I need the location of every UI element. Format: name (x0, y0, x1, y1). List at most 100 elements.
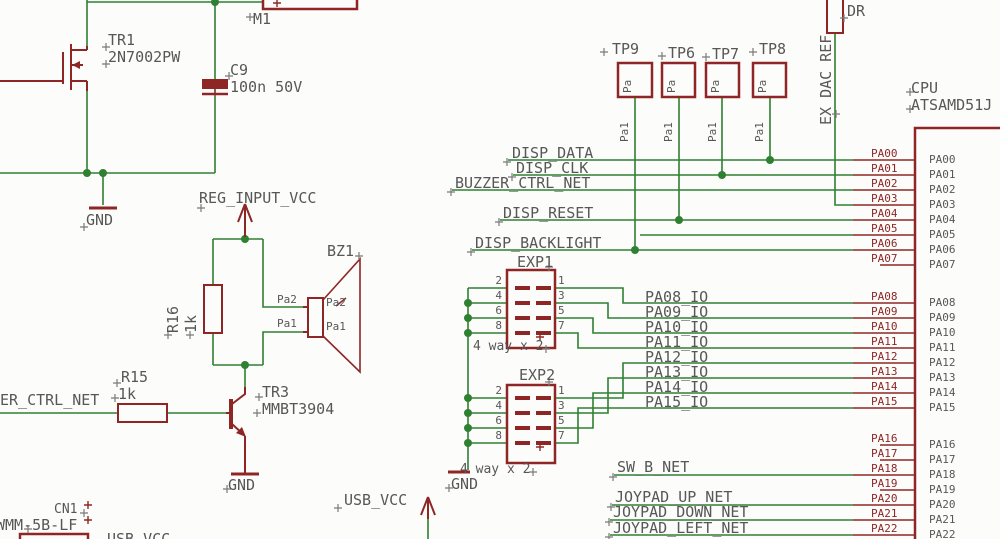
net-joypad-up: JOYPAD_UP_NET (615, 488, 733, 506)
net-buzzer-ctrl-left: ER_CTRL_NET (0, 391, 100, 409)
exp2-connector-symbol (505, 383, 557, 465)
cpu-net-pa04: PA04 (871, 207, 898, 220)
tp9-ref: TP9 (612, 40, 640, 58)
reg-input-vcc-label: REG_INPUT_VCC (199, 189, 317, 207)
tr1-value: 2N7002PW (108, 48, 181, 66)
exp1-value: 4 way x 2 (473, 339, 544, 354)
vcc-arrow-usb (420, 496, 436, 519)
tp6-pad-name: Pa (665, 79, 678, 93)
net-ex-dac-ref: EX DAC REF (817, 34, 835, 125)
cpu-pin-pa11: PA11 (929, 341, 956, 354)
bz1-ref: BZ1 (327, 242, 355, 260)
dr-ref: DR (847, 2, 866, 20)
tp9-pad-name: Pa (621, 79, 634, 93)
usb-vcc-label: USB_VCC (344, 491, 408, 509)
r15-ref: R15 (121, 368, 149, 386)
capacitor-c9-symbol (202, 79, 228, 96)
cpu-pin-pa18: PA18 (929, 468, 956, 481)
r16-value: 1k (182, 314, 200, 333)
net-pa14-io: PA14_IO (645, 378, 709, 396)
net-pa10-io: PA10_IO (645, 318, 709, 336)
tr3-value: MMBT3904 (262, 400, 335, 418)
cpu-net-pa14: PA14 (871, 380, 898, 393)
exp1-pin-1: 1 (558, 274, 565, 287)
net-pa08-io: PA08_IO (645, 288, 709, 306)
cpu-net-pa18: PA18 (871, 462, 898, 475)
tr3-ref: TR3 (262, 383, 290, 401)
cn1-connector-symbol (18, 532, 90, 539)
gnd-label-2: GND (228, 476, 256, 494)
resistor-dr-symbol (826, 0, 844, 34)
cpu-pin-pa04: PA04 (929, 213, 956, 226)
cpu-pin-pa08: PA08 (929, 296, 956, 309)
buzzer-bz1-symbol (303, 256, 361, 374)
cpu-pin-pa02: PA02 (929, 183, 956, 196)
exp1-connector-symbol (505, 268, 557, 350)
bz1-pin1-name: Pa1 (326, 320, 346, 333)
testpoint-boxes (616, 61, 788, 99)
cpu-pin-pa22: PA22 (929, 528, 956, 539)
origin-crosses-gray (24, 13, 914, 539)
cpu-net-pa12: PA12 (871, 350, 898, 363)
cpu-net-pa00: PA00 (871, 147, 898, 160)
net-pa11-io: PA11_IO (645, 333, 709, 351)
net-buzzer-ctrl: BUZZER_CTRL_NET (455, 174, 591, 192)
cpu-pin-pa05: PA05 (929, 228, 956, 241)
exp2-pin-4: 4 (495, 399, 502, 412)
exp1-pin-7: 7 (558, 319, 565, 332)
cpu-net-pa19: PA19 (871, 477, 898, 490)
net-disp-data: DISP_DATA (512, 144, 594, 162)
bz1-pin2-label: Pa2 (277, 293, 297, 306)
exp2-pin-5: 5 (558, 414, 565, 427)
exp1-pin-3: 3 (558, 289, 565, 302)
cpu-net-pa22: PA22 (871, 522, 898, 535)
net-joypad-down: JOYPAD_DOWN_NET (613, 503, 749, 521)
net-pa13-io: PA13_IO (645, 363, 709, 381)
cpu-net-pa02: PA02 (871, 177, 898, 190)
cpu-net-pa09: PA09 (871, 305, 898, 318)
c9-ref: C9 (230, 61, 249, 79)
cpu-pin-pa16: PA16 (929, 438, 956, 451)
net-pa12-io: PA12_IO (645, 348, 709, 366)
cpu-pin-pa14: PA14 (929, 386, 956, 399)
net-disp-backlight: DISP_BACKLIGHT (475, 234, 602, 252)
tp7-pad-name: Pa (709, 79, 722, 93)
cpu-ref: CPU (911, 79, 939, 97)
exp2-ref: EXP2 (519, 366, 556, 384)
exp2-pin-8: 8 (495, 429, 502, 442)
gnd-label-1: GND (86, 211, 114, 229)
junction-dots (83, 0, 774, 447)
net-disp-reset: DISP_RESET (503, 204, 594, 222)
net-disp-clk: DISP_CLK (516, 159, 589, 177)
tp6-pin-label: Pa1 (662, 122, 675, 142)
tp8-pad-name: Pa (756, 79, 769, 93)
cn1-value: WMM-5B-LF (0, 516, 78, 534)
cpu-pin-pa12: PA12 (929, 356, 956, 369)
vcc-arrow-reg-input (237, 203, 253, 237)
cpu-net-pa17: PA17 (871, 447, 898, 460)
cpu-net-pa01: PA01 (871, 162, 898, 175)
cpu-net-pa10: PA10 (871, 320, 898, 333)
tp8-ref: TP8 (759, 40, 787, 58)
net-joypad-left: JOYPAD_LEFT_NET (613, 519, 749, 537)
exp2-pin-6: 6 (495, 414, 502, 427)
bz1-pin2-name: Pa2 (326, 296, 346, 309)
cpu-pin-pa06: PA06 (929, 243, 956, 256)
cpu-pin-pa09: PA09 (929, 311, 956, 324)
cn1-ref: CN1 (54, 502, 78, 517)
tp7-pin-label: Pa1 (706, 122, 719, 142)
cpu-net-pa06: PA06 (871, 237, 898, 250)
cpu-pin-pa17: PA17 (929, 453, 956, 466)
tp7-ref: TP7 (712, 45, 740, 63)
tp9-pin-label: Pa1 (618, 122, 631, 142)
gnd-label-3: GND (451, 475, 479, 493)
cpu-net-pa16: PA16 (871, 432, 898, 445)
exp1-pin-6: 6 (495, 304, 502, 317)
cpu-net-pa07: PA07 (871, 252, 898, 265)
cpu-pin-stubs (853, 159, 915, 536)
cpu-pin-pa19: PA19 (929, 483, 956, 496)
exp1-ref: EXP1 (517, 253, 554, 271)
net-usb-vcc-bottom: USB_VCC (107, 530, 171, 539)
exp1-pin-8: 8 (495, 319, 502, 332)
m1-ref: M1 (253, 10, 272, 28)
